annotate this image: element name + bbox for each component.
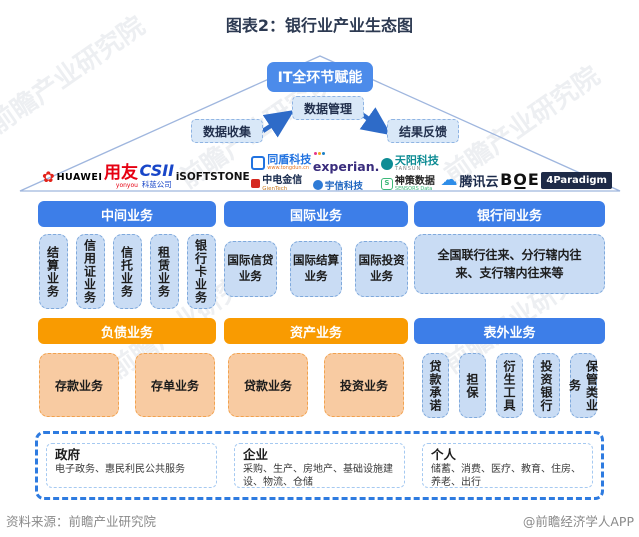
customer-groups-container: 政府 电子政务、惠民利民公共服务 企业 采购、生产、房地产、基础设施建设、物流、… xyxy=(35,431,604,500)
sensors-s-icon: S xyxy=(380,177,393,190)
section-off-balance-business: 表外业务 贷款承诺担保衍生工具投资银行保管类业务 xyxy=(414,318,605,418)
vendor-logo-row: ✿ HUAWEI 用友 yonyou CSII 科蓝公司 iSOFTSTONE … xyxy=(42,146,612,192)
business-item: 国际投资业务 xyxy=(355,241,409,297)
csii-logo: CSII 科蓝公司 xyxy=(139,161,175,190)
4paradigm-logo: 4Paradigm xyxy=(541,172,612,189)
tansun-swirl-icon xyxy=(380,157,393,170)
section-intermediate-business: 中间业务 结算业务信用证业务信托业务租赁业务银行卡业务 xyxy=(38,201,216,309)
isoftstone-logo: iSOFTSTONE xyxy=(175,171,250,183)
it-empowerment-box: IT全环节赋能 xyxy=(267,62,373,92)
business-item: 信托业务 xyxy=(112,234,142,309)
business-item: 衍生工具 xyxy=(496,353,523,418)
section-international-business: 国际业务 国际信贷业务国际结算业务国际投资业务 xyxy=(224,201,409,297)
experian-yuxin-stack: experian. 宇信科技 xyxy=(312,152,379,192)
credit-note: @前瞻经济学人APP xyxy=(522,514,634,529)
business-item: 贷款承诺 xyxy=(422,353,449,418)
huawei-flower-icon: ✿ xyxy=(42,168,55,186)
roof-triangle xyxy=(19,55,621,192)
yuxin-logo: 宇信科技 xyxy=(312,178,363,192)
section-items: 结算业务信用证业务信托业务租赁业务银行卡业务 xyxy=(38,234,216,309)
tongdun-shield-icon xyxy=(251,156,266,171)
section-header: 银行间业务 xyxy=(414,201,605,227)
business-item: 存单业务 xyxy=(135,353,215,417)
gientech-square-icon xyxy=(251,178,261,188)
tongdun-gientech-stack: 同盾科技 www.tongdun.cn 中电金信 GienTech xyxy=(251,154,311,192)
flow-data-management: 数据管理 xyxy=(292,96,364,120)
huawei-logo: ✿ HUAWEI xyxy=(42,168,103,186)
business-item: 银行卡业务 xyxy=(186,234,216,309)
business-item: 贷款业务 xyxy=(228,353,308,417)
section-interbank-business: 银行间业务 全国联行往来、分行辖内往来、支行辖内往来等 xyxy=(414,201,605,294)
section-items: 存款业务存单业务 xyxy=(38,353,216,417)
chart-title: 图表2：银行业产业生态图 xyxy=(225,16,414,35)
customer-enterprise: 企业 采购、生产、房地产、基础设施建设、物流、仓储 xyxy=(234,443,405,488)
business-item: 投资银行 xyxy=(533,353,560,418)
section-asset-business: 资产业务 贷款业务投资业务 xyxy=(224,318,408,417)
section-header: 负债业务 xyxy=(38,318,216,344)
arrow-manage-to-feedback xyxy=(359,107,392,136)
yonyou-logo: 用友 yonyou xyxy=(103,163,138,190)
boe-logo: BOE xyxy=(500,170,540,189)
section-header: 中间业务 xyxy=(38,201,216,227)
flow-data-collection: 数据收集 xyxy=(191,119,263,143)
business-item: 租赁业务 xyxy=(149,234,179,309)
tansun-logo: 天阳科技 TANSUN xyxy=(380,154,439,173)
tencent-cloud-logo: ☁ 腾讯云 xyxy=(440,170,499,191)
business-item: 存款业务 xyxy=(39,353,119,417)
sensors-logo: S 神策数据 SENSORS Data xyxy=(380,176,435,193)
section-liability-business: 负债业务 存款业务存单业务 xyxy=(38,318,216,417)
section-items: 贷款承诺担保衍生工具投资银行保管类业务 xyxy=(414,353,605,418)
section-header: 表外业务 xyxy=(414,318,605,344)
business-item: 国际信贷业务 xyxy=(224,241,277,297)
business-item: 担保 xyxy=(459,353,486,418)
business-item: 保管类业务 xyxy=(568,353,599,418)
yuxin-globe-icon xyxy=(312,180,323,190)
source-note: 资料来源：前瞻产业研究院 xyxy=(6,514,157,529)
business-item: 信用证业务 xyxy=(75,234,105,309)
section-items: 国际信贷业务国际结算业务国际投资业务 xyxy=(224,241,409,297)
flow-result-feedback: 结果反馈 xyxy=(387,119,459,143)
business-item: 投资业务 xyxy=(324,353,404,417)
business-item: 结算业务 xyxy=(38,234,68,309)
business-item: 国际结算业务 xyxy=(289,241,343,297)
section-items: 全国联行往来、分行辖内往来、支行辖内往来等 xyxy=(414,234,605,294)
customer-individual: 个人 储蓄、消费、医疗、教育、住房、养老、出行 xyxy=(422,443,593,488)
section-header: 资产业务 xyxy=(224,318,408,344)
business-item: 全国联行往来、分行辖内往来、支行辖内往来等 xyxy=(414,234,605,294)
section-items: 贷款业务投资业务 xyxy=(224,353,408,417)
cloud-icon: ☁ xyxy=(440,170,458,190)
section-header: 国际业务 xyxy=(224,201,408,227)
experian-logo: experian. xyxy=(313,152,379,175)
arrow-collect-to-manage xyxy=(261,110,295,138)
customer-government: 政府 电子政务、惠民利民公共服务 xyxy=(46,443,217,488)
gientech-logo: 中电金信 GienTech xyxy=(251,175,302,192)
tongdun-logo: 同盾科技 www.tongdun.cn xyxy=(251,154,311,172)
tansun-sensors-stack: 天阳科技 TANSUN S 神策数据 SENSORS Data xyxy=(380,154,439,193)
experian-dots-icon xyxy=(313,152,325,155)
